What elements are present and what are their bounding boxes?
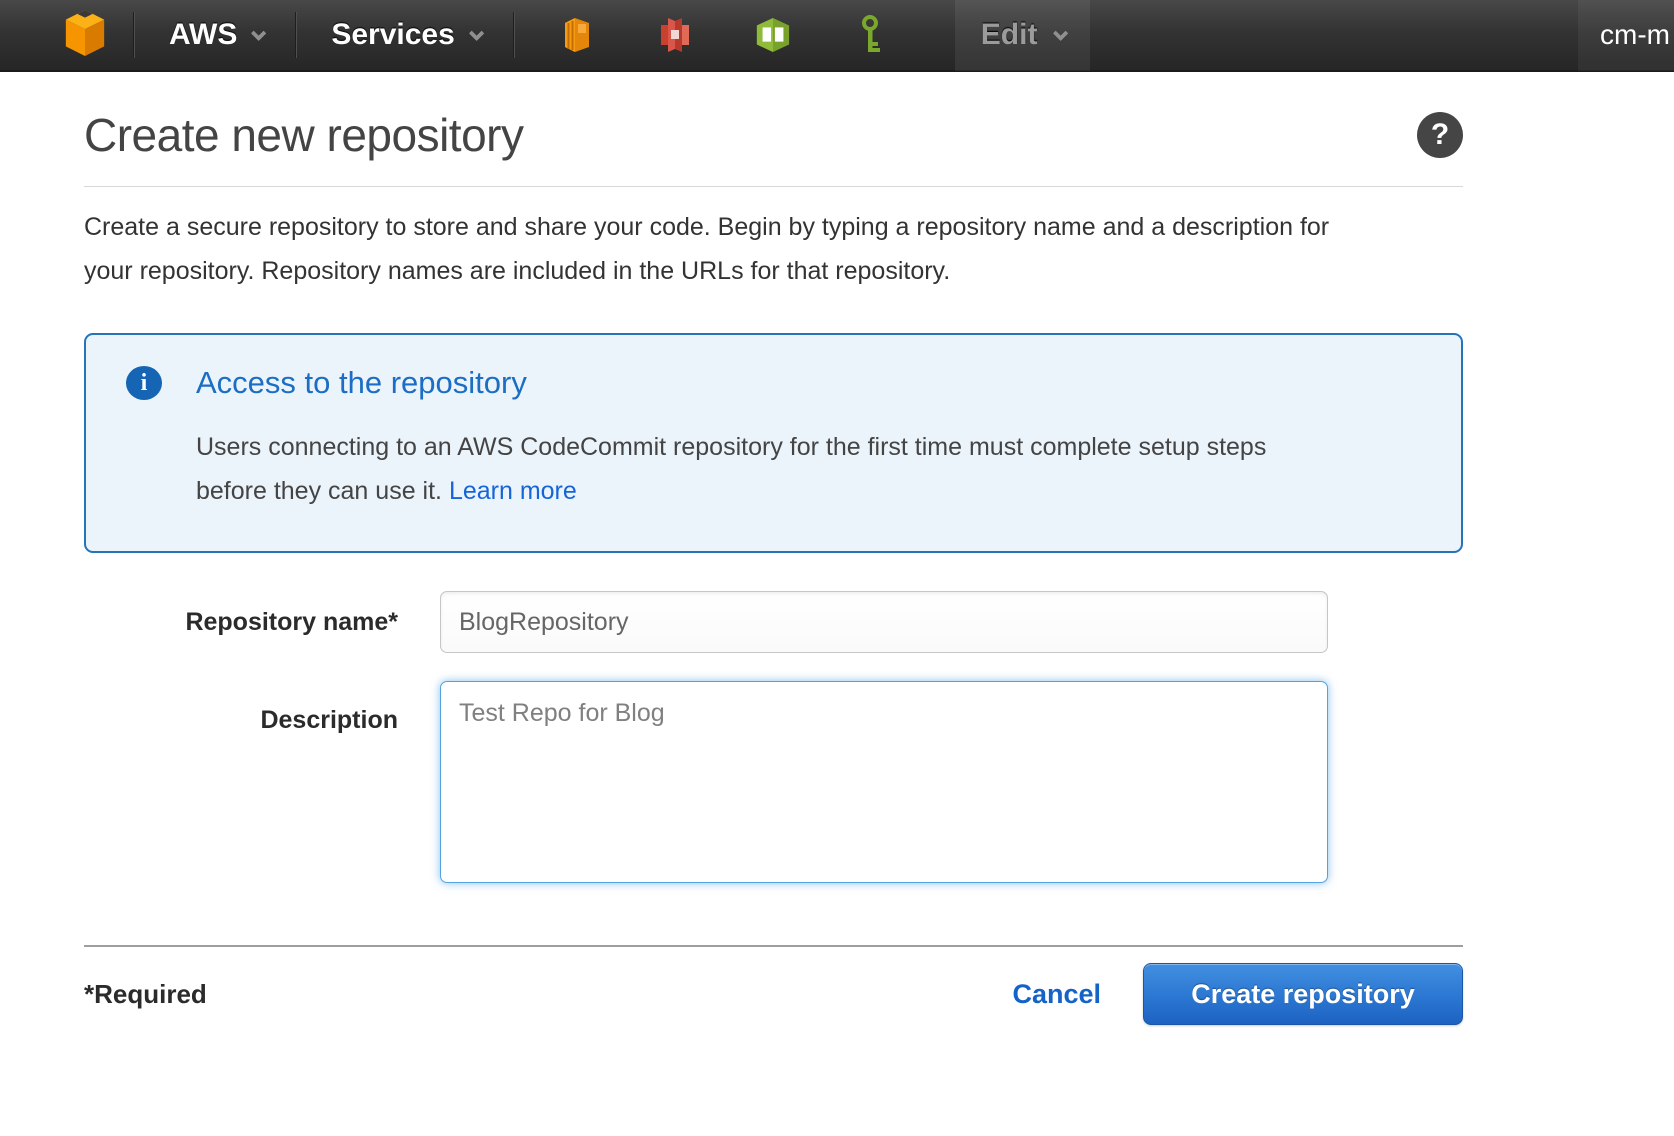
aws-logo[interactable] [62,8,108,63]
top-nav-bar: AWS Services [0,0,1674,72]
ec2-icon[interactable] [559,15,595,55]
info-panel-text: Users connecting to an AWS CodeCommit re… [196,433,1267,505]
nav-divider [134,12,135,58]
repository-name-input[interactable] [440,591,1328,653]
repository-form: Repository name* Description Test Repo f… [84,591,1463,883]
info-panel-heading: Access to the repository [196,365,527,400]
main-content: Create new repository ? Create a secure … [84,108,1463,1025]
nav-menu-edit-label: Edit [980,18,1038,51]
aws-cube-icon [62,8,108,63]
learn-more-link[interactable]: Learn more [448,477,577,505]
nav-menu-edit[interactable]: Edit [954,0,1091,71]
nav-menu-aws-label: AWS [169,18,238,51]
footer-actions: *Required Cancel Create repository [84,947,1463,1025]
repository-name-label: Repository name* [185,608,398,636]
info-panel: i Access to the repository Users connect… [84,333,1463,553]
chevron-down-icon [1053,25,1069,41]
description-textarea[interactable]: Test Repo for Blog [440,681,1328,883]
nav-account-menu[interactable]: cm-m [1578,0,1674,71]
codedeploy-icon[interactable] [755,15,791,55]
info-icon: i [126,366,162,400]
create-repository-button[interactable]: Create repository [1143,963,1463,1025]
chevron-down-icon [468,25,485,41]
description-label: Description [260,706,398,734]
page-header: Create new repository ? [84,108,1463,187]
info-panel-body: Users connecting to an AWS CodeCommit re… [196,425,1311,513]
page-intro-text: Create a secure repository to store and … [84,213,1330,285]
required-note: *Required [84,978,207,1009]
cancel-button[interactable]: Cancel [1012,978,1101,1009]
nav-divider [513,12,515,58]
chevron-down-icon [251,25,267,41]
help-icon[interactable]: ? [1417,112,1463,158]
repository-name-row: Repository name* [84,591,1463,653]
info-glyph: i [140,369,148,396]
nav-menu-services[interactable]: Services [297,0,513,71]
page-title: Create new repository [84,109,524,161]
nav-menu-services-label: Services [331,18,455,51]
nav-username: cm-m [1600,19,1670,50]
nav-menu-aws[interactable]: AWS [135,0,296,71]
redshift-icon[interactable] [657,15,693,55]
footer-divider [84,945,1463,947]
help-glyph: ? [1430,118,1450,151]
iam-key-icon[interactable] [853,15,889,55]
description-row: Description Test Repo for Blog [84,681,1463,883]
nav-divider [296,12,298,58]
